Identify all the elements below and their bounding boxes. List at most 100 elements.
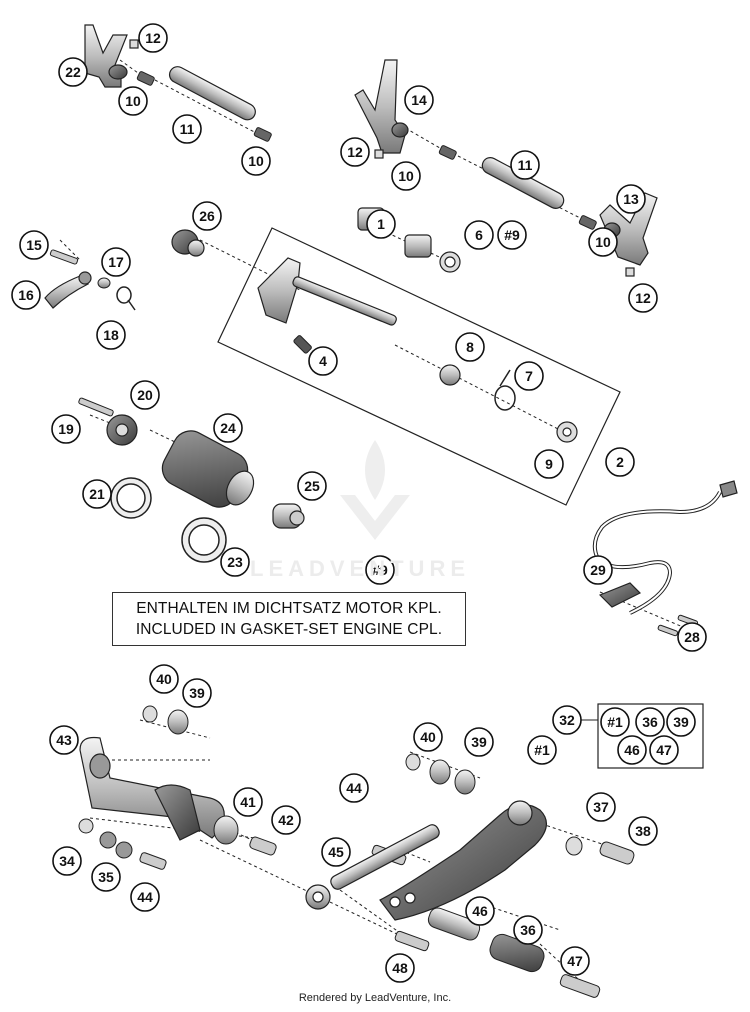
callout-c46: 46 [465,896,495,926]
callout-label: 48 [392,960,408,976]
watermark-text: LEADVENTURE [250,556,471,581]
callout-label: 39 [189,685,205,701]
kit-32-frame [597,703,704,769]
callout-circle [91,862,121,892]
callout-label: 12 [347,144,363,160]
callout-c20: 20 [130,380,160,410]
callout-label: 10 [595,234,611,250]
render-credit: Rendered by LeadVenture, Inc. [298,992,452,1004]
bushing-41 [213,815,239,845]
shift-fork-14 [354,59,409,159]
callout-label: 40 [420,729,436,745]
spring-10b [253,127,272,142]
callout-label: 2 [616,454,624,470]
callout-circle [118,86,148,116]
callout-c10c: 10 [391,161,421,191]
callout-circle [271,805,301,835]
callout-label: 45 [328,844,344,860]
parts-34-35 [78,818,133,859]
callout-label: 24 [220,420,236,436]
callout-c6: 6 [464,220,494,250]
note-line-en: INCLUDED IN GASKET-SET ENGINE CPL. [135,621,443,638]
callout-label: 37 [593,799,609,815]
callout-c18: 18 [96,320,126,350]
bearing-21 [110,477,152,519]
callout-circle [130,882,160,912]
callout-circle [413,722,443,752]
callout-circle [11,280,41,310]
callout-circle [49,725,79,755]
callout-c26: 26 [192,201,222,231]
spring-7 [494,369,516,411]
callout-c21: 21 [82,479,112,509]
shift-fork-22 [84,24,139,88]
bolt-48 [394,930,430,952]
bearing-39a [167,709,189,735]
callout-circle [96,320,126,350]
bearing-23 [181,517,227,563]
callout-circle [366,209,396,239]
bolt-19 [78,397,114,417]
callout-label: 35 [98,869,114,885]
callout-label: 36 [642,714,658,730]
shift-drum-cam-26 [171,229,205,257]
shift-shaft [257,257,397,326]
callout-label: 44 [346,780,362,796]
callout-c2: 2 [605,447,635,477]
watermark-logo [340,440,410,540]
callout-circle [464,727,494,757]
callout-c40b: 40 [413,722,443,752]
callout-label: 6 [475,227,483,243]
callout-label: 29 [590,562,606,578]
callout-label: 12 [145,30,161,46]
callout-circle [560,946,590,976]
bolt-47 [559,974,601,998]
callout-c17: 17 [101,247,131,277]
callout-circle [391,161,421,191]
callout-circle [583,555,613,585]
callout-circle [340,137,370,167]
callout-label: 23 [227,554,243,570]
callout-c42: 42 [271,805,301,835]
callout-c39b: 39 [464,727,494,757]
callout-label: 10 [125,93,141,109]
callout-circle [677,622,707,652]
callout-label: 20 [137,387,153,403]
callout-circle [19,230,49,260]
callout-label: #9 [504,227,520,243]
callout-circle [241,146,271,176]
callout-circle [385,953,415,983]
callout-circle [130,380,160,410]
bushing-46 [427,907,481,941]
callout-circle [628,816,658,846]
callout-label: #9 [372,562,388,578]
callout-c10b: 10 [241,146,271,176]
callout-k46: 46 [617,735,647,765]
shift-shaft-group-frame [217,227,621,506]
callout-k47: 47 [649,735,679,765]
callout-label: 32 [559,712,575,728]
callout-circle [527,735,557,765]
callout-c9: 9 [534,449,564,479]
callout-c14: 14 [404,85,434,115]
callout-circle [233,787,263,817]
callout-c40a: 40 [149,664,179,694]
callout-circle [552,705,582,735]
callout-c34: 34 [52,846,82,876]
callout-circle [172,114,202,144]
callout-label: 38 [635,823,651,839]
callout-label: 43 [56,732,72,748]
callout-label: #1 [534,742,550,758]
spring-4 [293,335,312,354]
callout-label: 16 [18,287,34,303]
callout-c12b: 12 [340,137,370,167]
callout-c44b: 44 [339,773,369,803]
callout-c13: 13 [616,184,646,214]
washer-40a [142,705,158,723]
callout-circle [149,664,179,694]
callout-label: 11 [180,121,195,137]
shift-pedal-1 [379,800,547,921]
shift-lever-43 [79,736,225,841]
callout-circle [138,23,168,53]
